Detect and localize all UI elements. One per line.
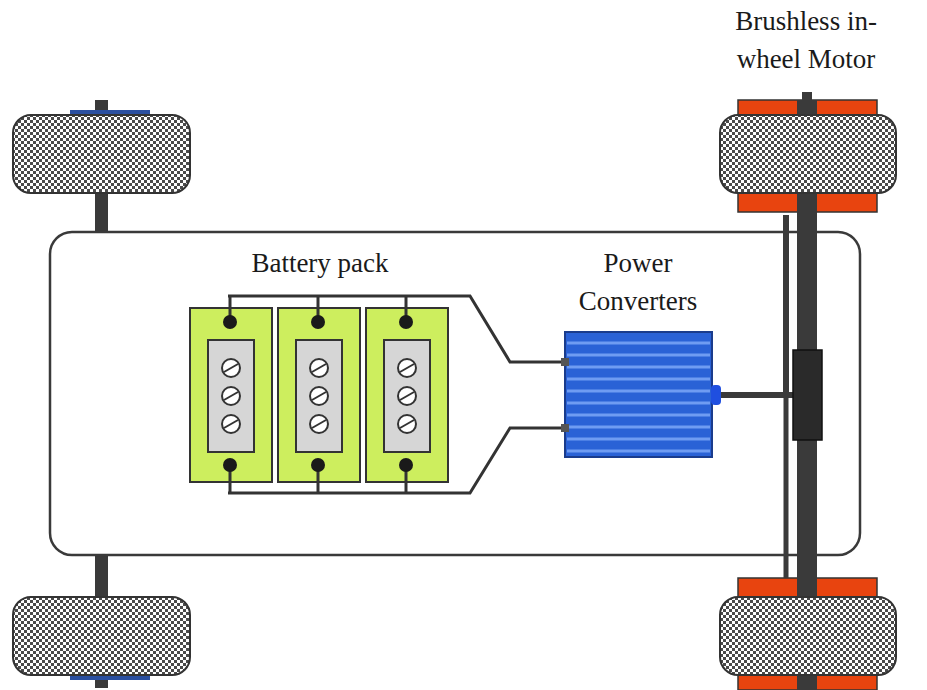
power-converter: Power Converters (548, 244, 728, 460)
in-wheel-motor: Brushless in-wheel Motor (711, 2, 901, 215)
node-label: Power Converters (548, 244, 728, 320)
battery-pack: Battery pack (185, 244, 455, 500)
wheel (720, 115, 896, 193)
connector (455, 428, 548, 493)
node-label: Brushless in-wheel Motor (711, 2, 901, 78)
drive-line (784, 395, 789, 578)
differential (793, 350, 822, 440)
connector (455, 296, 548, 362)
wheel (720, 597, 896, 675)
wheel (13, 597, 190, 675)
converter-body (548, 332, 728, 457)
axle-nub (802, 92, 812, 101)
node-label: Battery pack (185, 244, 455, 282)
battery-cells (190, 296, 455, 493)
connector (728, 215, 786, 395)
wheel (13, 115, 190, 193)
